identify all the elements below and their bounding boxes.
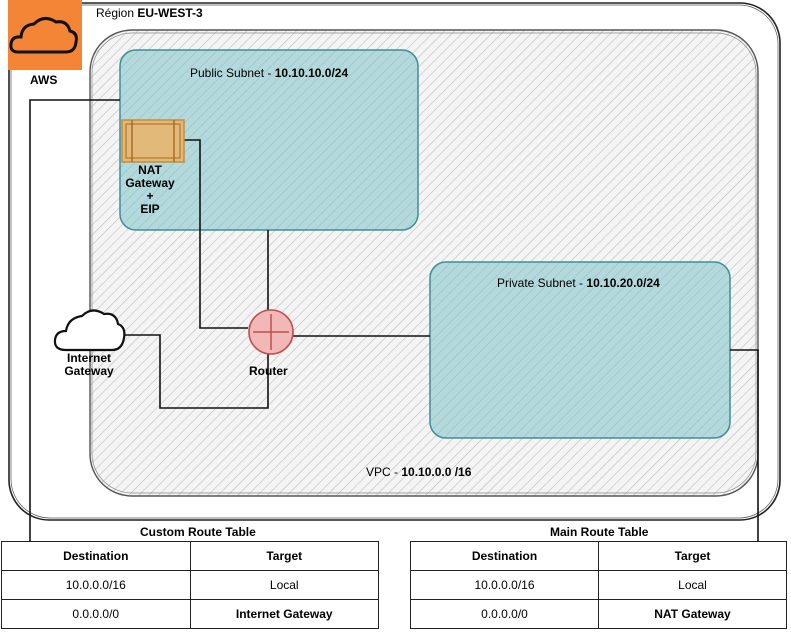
aws-label: AWS [30,73,58,87]
destination-cell: 10.0.0.0/16 [1,570,191,600]
private-subnet-prefix: Private Subnet - [497,276,587,290]
nat-gateway-icon [121,119,185,163]
main-route-table: Destination Target 10.0.0.0/16 Local 0.0… [410,541,787,629]
private-subnet-label: Private Subnet - 10.10.20.0/24 [497,276,660,290]
target-cell: NAT Gateway [598,599,787,629]
public-subnet-prefix: Public Subnet - [190,66,275,80]
internet-gateway-label-line1: Internet [66,351,111,365]
table-row: 10.0.0.0/16 Local [410,570,787,600]
region-label: Région EU-WEST-3 [96,6,203,20]
nat-router-link [180,139,248,329]
target-cell: Local [598,570,787,600]
igw-router-link [120,334,269,409]
vpc-label: VPC - 10.10.0.0 /16 [366,465,471,479]
destination-header: Destination [1,541,191,571]
main-table-link [730,349,759,545]
nat-gateway-label-line3: + [146,189,154,203]
router-icon [248,309,294,355]
public-subnet-label: Public Subnet - 10.10.10.0/24 [190,66,348,80]
custom-route-table-title: Custom Route Table [140,525,256,539]
custom-route-table: Destination Target 10.0.0.0/16 Local 0.0… [1,541,379,629]
table-row: 0.0.0.0/0 Internet Gateway [1,599,379,629]
public-subnet-box [119,49,419,231]
target-header: Target [189,541,379,571]
vpc-cidr: 10.10.0.0 /16 [401,465,472,479]
destination-cell: 10.0.0.0/16 [410,570,599,600]
target-header: Target [598,541,787,571]
main-route-table-title: Main Route Table [550,525,649,539]
nat-gateway-label-line1: NAT [138,163,162,177]
nat-gateway-label-line2: Gateway [125,176,175,190]
table-row: 0.0.0.0/0 NAT Gateway [410,599,787,629]
internet-gateway-label: Internet Gateway [58,352,120,378]
region-name: EU-WEST-3 [137,6,203,20]
destination-header: Destination [410,541,599,571]
internet-gateway-label-line2: Gateway [64,364,114,378]
table-row: 10.0.0.0/16 Local [1,570,379,600]
internet-gateway-cloud-icon [53,309,126,352]
destination-cell: 0.0.0.0/0 [1,599,191,629]
nat-gateway-label-line4: EIP [140,202,160,216]
destination-cell: 0.0.0.0/0 [410,599,599,629]
aws-cloud-icon [9,17,78,54]
target-cell: Internet Gateway [189,599,379,629]
vpc-prefix: VPC - [366,465,402,479]
nat-gateway-label: NAT Gateway + EIP [122,164,178,216]
public-subnet-cidr: 10.10.10.0/24 [274,66,349,80]
region-prefix: Région [96,6,138,20]
table-header-row: Destination Target [1,541,379,571]
router-label: Router [249,364,288,378]
private-subnet-cidr: 10.10.20.0/24 [586,276,660,290]
custom-table-link [29,99,120,545]
table-header-row: Destination Target [410,541,787,571]
target-cell: Local [189,570,379,600]
